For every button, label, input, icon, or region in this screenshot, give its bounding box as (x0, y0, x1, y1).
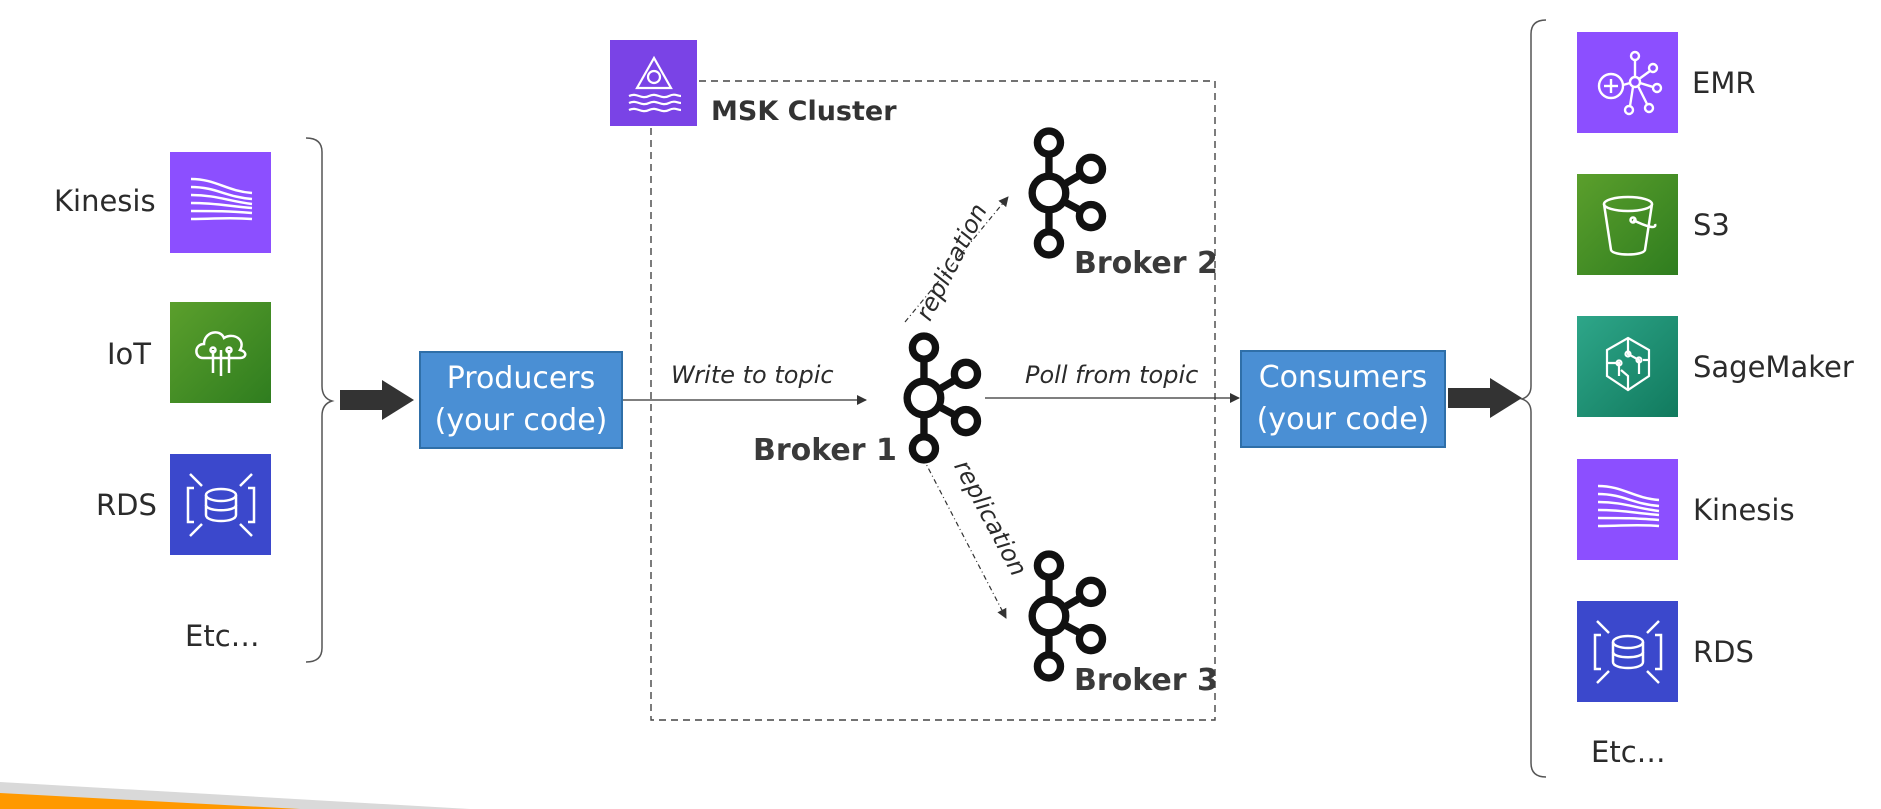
source-label-rds: RDS (96, 488, 157, 522)
source-label-kinesis: Kinesis (54, 184, 156, 218)
broker-3-icon (1028, 550, 1107, 682)
kinesis-icon (170, 152, 271, 253)
source-label-iot: IoT (107, 337, 152, 371)
dest-label-etc: Etc… (1591, 735, 1666, 769)
dest-label-s3: S3 (1693, 208, 1730, 242)
broker-1-icon (903, 332, 982, 464)
source-label-etc: Etc… (185, 619, 260, 653)
rds-icon (170, 454, 271, 555)
consumers-subtitle: (your code) (1256, 402, 1430, 437)
kinesis-icon (1577, 459, 1678, 560)
producers-title: Producers (446, 361, 596, 396)
broker-2-label: Broker 2 (1074, 246, 1218, 281)
dest-label-emr: EMR (1692, 66, 1756, 100)
write-to-topic-label: Write to topic (671, 361, 834, 389)
poll-from-topic-label: Poll from topic (1025, 361, 1199, 389)
footer-stripe (0, 782, 470, 809)
consumers-to-destinations-arrow (1448, 378, 1522, 418)
broker-2-icon (1028, 127, 1107, 259)
msk-cluster-boundary (650, 80, 1216, 721)
msk-icon (610, 40, 697, 126)
replication-up-arrow (904, 196, 1009, 323)
destinations-bracket (1519, 19, 1547, 778)
consumers-box: Consumers (your code) (1240, 350, 1446, 448)
broker-1-label: Broker 1 (753, 433, 897, 468)
msk-cluster-title: MSK Cluster (711, 96, 897, 127)
producers-subtitle: (your code) (434, 403, 608, 438)
s3-icon (1577, 174, 1678, 275)
producers-box: Producers (your code) (419, 351, 623, 449)
emr-icon (1577, 32, 1678, 133)
dest-label-kinesis: Kinesis (1693, 493, 1795, 527)
iot-icon (170, 302, 271, 403)
rds-icon (1577, 601, 1678, 702)
dest-label-rds: RDS (1693, 635, 1754, 669)
sagemaker-icon (1577, 316, 1678, 417)
consumers-title: Consumers (1258, 360, 1428, 395)
broker-3-label: Broker 3 (1074, 663, 1218, 698)
dest-label-sagemaker: SageMaker (1693, 350, 1854, 384)
sources-to-producers-arrow (340, 380, 414, 420)
sources-bracket (305, 137, 335, 663)
